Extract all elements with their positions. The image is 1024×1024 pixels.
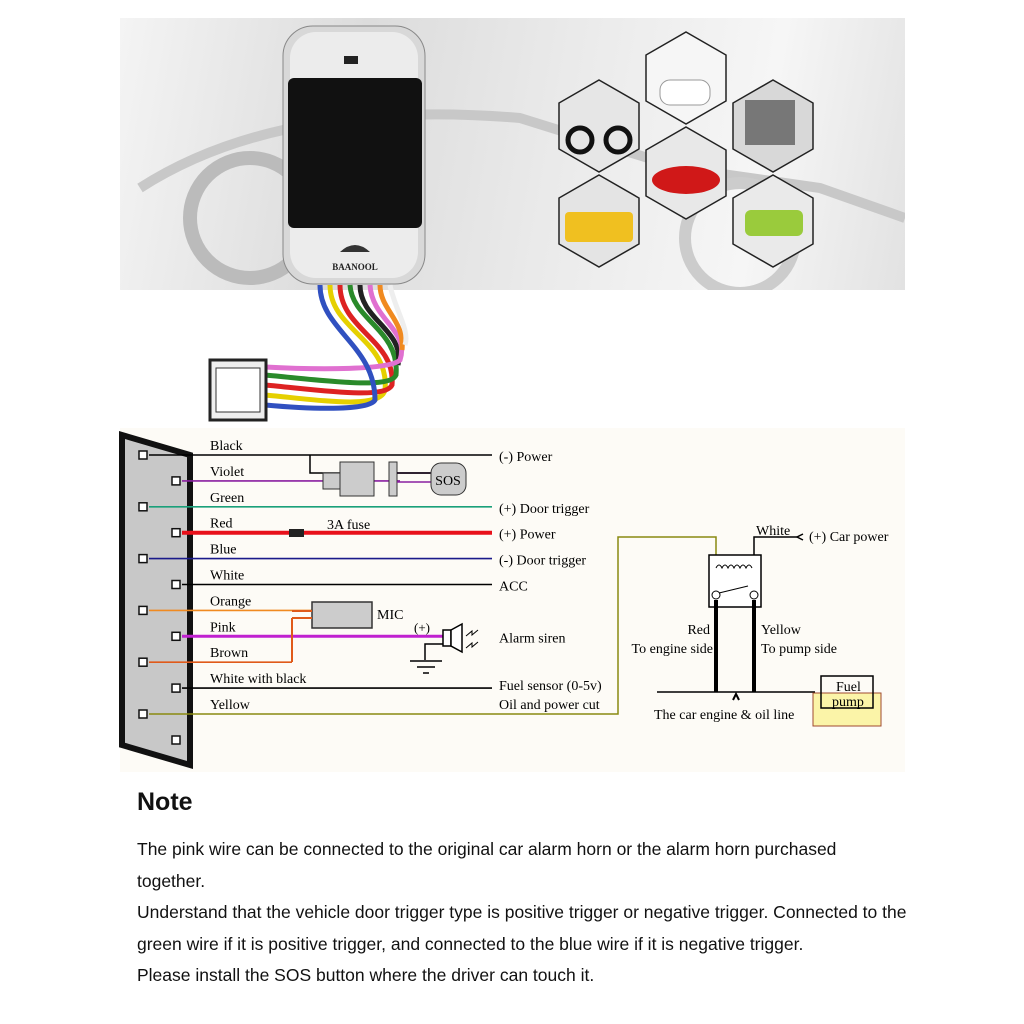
connector-pin	[171, 476, 181, 486]
wire-harness	[264, 284, 409, 411]
connector-block	[119, 430, 193, 770]
connector-pin	[138, 657, 148, 667]
connector-pin	[171, 735, 181, 745]
wire-color-label: Black	[210, 439, 243, 454]
sos-button: SOS	[309, 455, 467, 497]
car-power-label: (+) Car power	[809, 530, 889, 545]
note-paragraph: Understand that the vehicle door trigger…	[137, 902, 907, 954]
connector-pin	[138, 502, 148, 512]
wire-color-label: Orange	[210, 594, 251, 609]
yellow-relay-wire	[492, 536, 717, 715]
note-body: The pink wire can be connected to the or…	[137, 834, 907, 992]
truck-icon	[745, 100, 795, 145]
hex-motorcycle	[558, 79, 640, 173]
connector-pin	[138, 605, 148, 616]
note-paragraph: The pink wire can be connected to the or…	[137, 839, 837, 891]
note-paragraph: Please install the SOS button where the …	[137, 965, 595, 985]
connector-pin	[171, 631, 181, 642]
relay	[657, 533, 815, 701]
relay-white-label: White	[756, 524, 790, 539]
bus-icon	[565, 212, 633, 242]
relay-yellow-label: Yellow	[761, 623, 802, 638]
wire-target-label: (+) Power	[499, 528, 556, 543]
connector-pin	[138, 709, 148, 719]
fuel-label: Fuel	[836, 680, 861, 695]
wire-target-label: (-) Power	[499, 450, 553, 465]
fuel-pump: Fuel pump	[812, 675, 882, 727]
engine-side-label: To engine side	[632, 642, 713, 657]
fuse	[289, 529, 304, 537]
wire-target-label: Fuel sensor (0-5v)	[499, 679, 602, 694]
oil-line-label: The car engine & oil line	[654, 708, 794, 723]
wire-color-label: Brown	[210, 646, 248, 661]
relay-red-label: Red	[687, 623, 710, 638]
wire-target-label: ACC	[499, 580, 528, 595]
wire-color-label: Red	[210, 517, 233, 532]
mic-label: MIC	[377, 608, 403, 623]
alarm-siren-icon: (+)	[410, 620, 479, 674]
wire-target-label: (+) Door trigger	[499, 502, 590, 517]
sos-label: SOS	[435, 474, 461, 489]
taxi-icon	[745, 210, 803, 236]
wire-target-label: (-) Door trigger	[499, 554, 586, 569]
device-brand: BAANOOL	[332, 262, 378, 272]
pump-label: pump	[832, 695, 864, 710]
connector-pin	[138, 450, 148, 460]
siren-plus-label: (+)	[414, 620, 430, 635]
wire-color-label: White	[210, 569, 244, 584]
wire-color-label: Blue	[210, 543, 236, 558]
wire-color-label: White with black	[210, 672, 306, 687]
sports-car-icon	[652, 166, 720, 194]
scooter-icon	[659, 79, 711, 106]
wire-target-label: Oil and power cut	[499, 698, 600, 713]
wire-color-label: Pink	[210, 620, 236, 635]
connector-plug	[208, 358, 268, 422]
hex-scooter	[645, 31, 727, 125]
pump-side-label: To pump side	[761, 642, 837, 657]
motorcycle-icon	[565, 125, 595, 155]
note-heading: Note	[137, 788, 193, 816]
connector-pin	[138, 553, 148, 564]
wire-color-label: Violet	[210, 465, 244, 480]
wire-color-label: Green	[210, 491, 244, 506]
connector-pin	[171, 579, 181, 590]
wire-target-label: Alarm siren	[499, 631, 565, 646]
connector-pin	[171, 527, 181, 538]
connector-pin	[171, 683, 181, 693]
wire-color-label: Yellow	[210, 698, 251, 713]
gps-tracker-device: BAANOOL	[282, 25, 426, 285]
fuse-label: 3A fuse	[327, 518, 370, 533]
device-and-vehicles: BAANOOL	[208, 25, 814, 422]
microphone: MIC	[291, 601, 403, 662]
